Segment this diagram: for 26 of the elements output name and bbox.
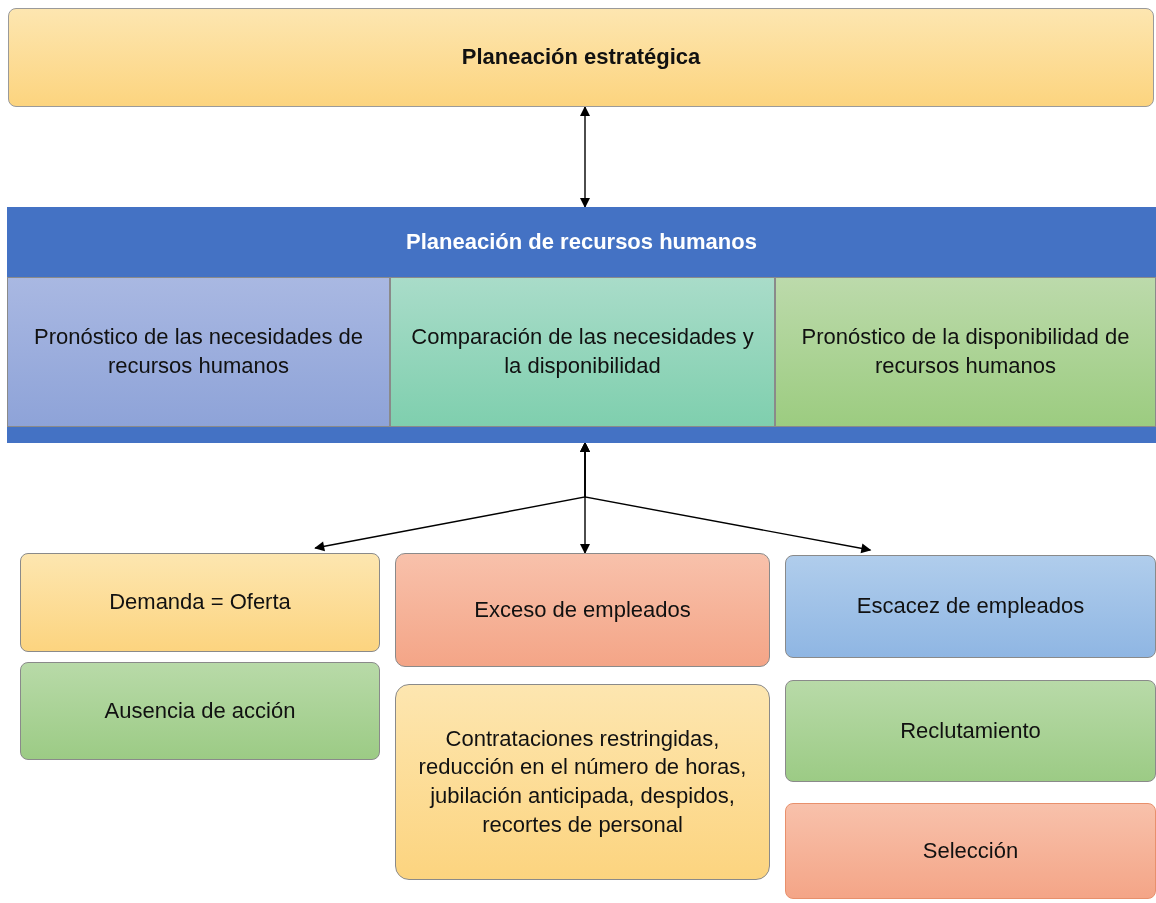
process-box xyxy=(20,662,380,760)
process-box xyxy=(7,277,390,427)
process-box xyxy=(395,684,770,880)
arrow xyxy=(580,442,872,554)
process-box xyxy=(395,553,770,667)
process-box xyxy=(785,555,1156,658)
box-text: Exceso de empleados xyxy=(474,595,691,624)
box-text: Reclutamiento xyxy=(900,716,1041,745)
band-title: Planeación de recursos humanos xyxy=(405,228,758,256)
box-text: Planeación estratégica xyxy=(461,43,701,72)
process-box xyxy=(775,277,1156,427)
band-panel xyxy=(7,207,1156,443)
arrow xyxy=(580,106,590,208)
process-box xyxy=(785,680,1156,782)
box-text: Comparación de las necesidades y la disponibilidad xyxy=(410,323,755,380)
box-text: Pronóstico de la disponibilidad de recursos humanos xyxy=(800,323,1131,380)
box-text: Pronóstico de las necesidades de recursos humanos xyxy=(33,323,364,380)
process-box xyxy=(390,277,775,427)
box-text: Escacez de empleados xyxy=(856,592,1085,621)
box-text: Selección xyxy=(922,836,1019,865)
process-box xyxy=(20,553,380,652)
box-text: Contrataciones restringidas, reducción en el número de horas, jubilación anticipada, despidos, recortes de personal xyxy=(417,724,748,839)
process-box xyxy=(8,8,1154,107)
box-text: Ausencia de acción xyxy=(104,696,296,725)
box-text: Demanda = Oferta xyxy=(109,588,291,617)
process-box xyxy=(785,803,1156,899)
